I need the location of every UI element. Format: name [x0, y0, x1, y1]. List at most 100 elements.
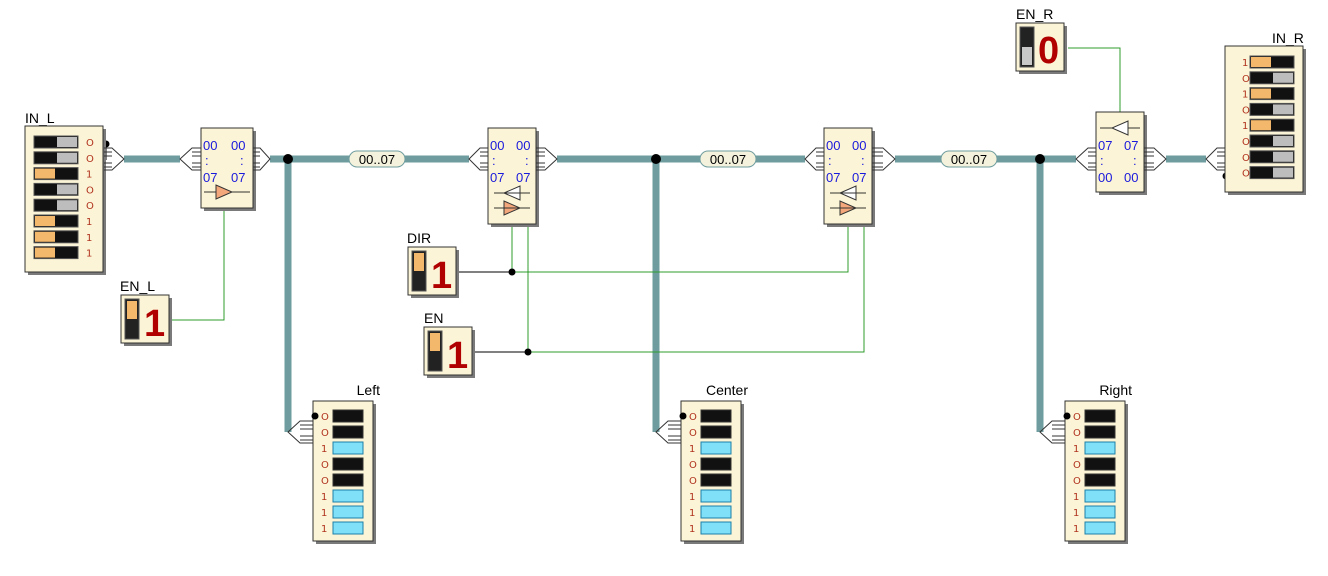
- dip-switch-row[interactable]: 1: [1242, 55, 1295, 69]
- led-on: [1084, 489, 1116, 503]
- bit-label: O: [86, 154, 94, 165]
- bit-label: O: [86, 201, 94, 212]
- bit-label: 1: [1073, 508, 1079, 519]
- output-led-row: 1: [1073, 505, 1116, 519]
- buffer-right: 07 07 : : 00 00: [1075, 111, 1167, 195]
- output-led-row: O: [321, 425, 364, 439]
- dip-switch-row[interactable]: O: [33, 182, 94, 196]
- led-off: [332, 473, 364, 487]
- output-led-row: 1: [321, 521, 364, 535]
- control-wires: [170, 47, 1121, 353]
- bit-label: 1: [86, 170, 92, 181]
- led-on: [1084, 521, 1116, 535]
- svg-text:07: 07: [1098, 138, 1112, 153]
- svg-text:00: 00: [852, 138, 866, 153]
- output-led-row: 1: [321, 505, 364, 519]
- dip-switch-row[interactable]: O: [1242, 166, 1295, 180]
- dip-switch-row[interactable]: O: [33, 198, 94, 212]
- output-led-row: O: [321, 409, 364, 423]
- output-led-row: 1: [1073, 521, 1116, 535]
- bit-label: 1: [1242, 121, 1248, 132]
- svg-text:07: 07: [490, 170, 504, 185]
- led-on: [700, 489, 732, 503]
- led-off: [332, 409, 364, 423]
- svg-text:00: 00: [203, 138, 217, 153]
- svg-text::: :: [525, 153, 529, 168]
- svg-text:Right: Right: [1099, 382, 1132, 398]
- led-off: [700, 473, 732, 487]
- led-off: [332, 425, 364, 439]
- output-led-row: 1: [689, 521, 732, 535]
- output-led-row: O: [689, 473, 732, 487]
- dip-switch-row[interactable]: O: [1242, 102, 1295, 116]
- svg-text:1: 1: [447, 335, 468, 377]
- output-led-row: O: [1073, 457, 1116, 471]
- bit-label: O: [1073, 476, 1081, 487]
- bit-label: 1: [689, 444, 695, 455]
- svg-text:1: 1: [431, 255, 452, 297]
- bit-label: O: [689, 428, 697, 439]
- bit-label: 1: [1073, 492, 1079, 503]
- led-on: [332, 489, 364, 503]
- output-led-row: 1: [1073, 441, 1116, 455]
- bit-label: O: [1242, 105, 1250, 116]
- bit-label: 1: [1073, 444, 1079, 455]
- svg-text:00..07: 00..07: [359, 152, 395, 167]
- switch-en-r[interactable]: EN_R 0: [1015, 6, 1067, 74]
- led-off: [1084, 409, 1116, 423]
- switch-en-l[interactable]: EN_L 1: [120, 278, 172, 346]
- bit-label: 1: [1073, 524, 1079, 535]
- svg-text:00..07: 00..07: [951, 152, 987, 167]
- output-led-row: 1: [321, 441, 364, 455]
- bit-label: O: [1242, 169, 1250, 180]
- output-led-row: 1: [689, 489, 732, 503]
- svg-text:00: 00: [490, 138, 504, 153]
- bit-label: 1: [1242, 58, 1248, 69]
- bus-lines: [124, 155, 1206, 432]
- dip-switch-row[interactable]: 1: [33, 167, 92, 181]
- dip-switch-row[interactable]: 1: [33, 230, 92, 244]
- svg-text::: :: [1100, 153, 1104, 168]
- output-led-row: O: [321, 457, 364, 471]
- dip-switch-row[interactable]: 1: [1242, 87, 1295, 101]
- output-led-row: 1: [321, 489, 364, 503]
- led-off: [1084, 457, 1116, 471]
- switch-dir[interactable]: DIR 1: [407, 230, 459, 298]
- dip-switch-row[interactable]: O: [33, 151, 94, 165]
- svg-text:00: 00: [516, 138, 530, 153]
- led-on: [1084, 441, 1116, 455]
- bit-label: 1: [689, 492, 695, 503]
- bit-label: 1: [321, 524, 327, 535]
- dip-switch-row[interactable]: 1: [1242, 118, 1295, 132]
- svg-text:07: 07: [231, 170, 245, 185]
- bit-label: O: [321, 412, 329, 423]
- in-l-connector: [104, 147, 125, 171]
- bit-label: O: [321, 428, 329, 439]
- buffer-left: 00 00 : : 07 07: [179, 127, 271, 211]
- bit-label: 1: [86, 217, 92, 228]
- svg-text::: :: [1133, 153, 1137, 168]
- dip-switch-row[interactable]: 1: [33, 246, 92, 260]
- svg-text:07: 07: [1124, 138, 1138, 153]
- bit-label: 1: [86, 233, 92, 244]
- svg-text:00: 00: [1124, 170, 1138, 185]
- led-on: [332, 505, 364, 519]
- buffer-right-triangle-icon: [1110, 120, 1129, 136]
- dip-switch-row[interactable]: O: [1242, 134, 1295, 148]
- dip-switch-row[interactable]: O: [1242, 71, 1295, 85]
- dip-switch-row[interactable]: O: [33, 135, 94, 149]
- output-led-row: O: [689, 425, 732, 439]
- dip-switch-row[interactable]: 1: [33, 214, 92, 228]
- bit-label: 1: [86, 249, 92, 260]
- led-off: [700, 457, 732, 471]
- switch-en[interactable]: EN 1: [423, 310, 475, 378]
- dip-switch-row[interactable]: O: [1242, 150, 1295, 164]
- svg-text:07: 07: [852, 170, 866, 185]
- svg-text:EN: EN: [424, 310, 443, 326]
- bit-label: O: [1073, 460, 1081, 471]
- svg-text:DIR: DIR: [407, 230, 431, 246]
- bit-label: O: [86, 138, 94, 149]
